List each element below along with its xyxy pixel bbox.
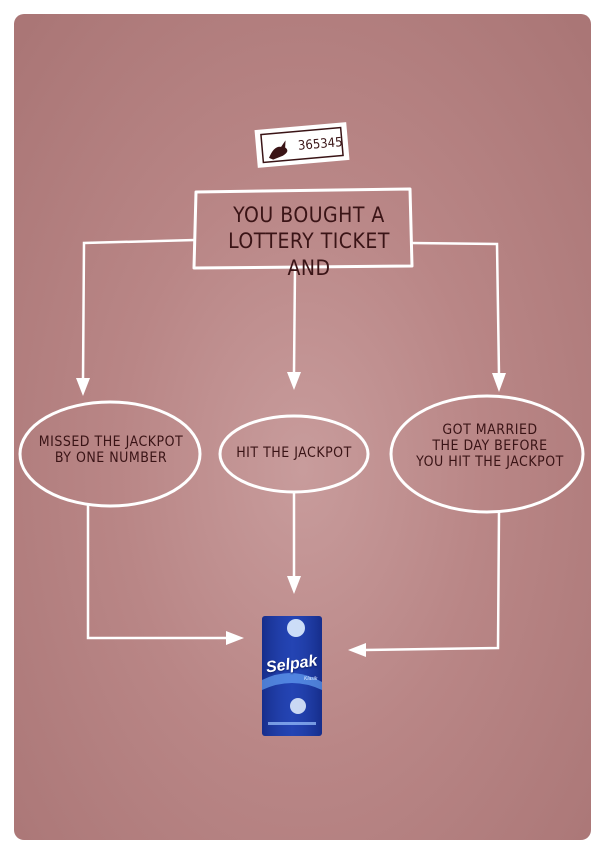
option-married-line-2: THE DAY BEFORE (432, 438, 548, 455)
option-married-bubble (389, 394, 585, 514)
option-missed-text: MISSED THE JACKPOT BY ONE NUMBER (36, 434, 186, 466)
option-married-line-3: YOU HIT THE JACKPOT (416, 454, 564, 471)
poster: 365345 YOU BOUGHT A LOTTERY TICKET AND M… (14, 14, 591, 840)
lottery-ticket-icon (254, 122, 350, 168)
option-married-line-1: GOT MARRIED (442, 422, 538, 438)
start-line-1: YOU BOUGHT A (233, 203, 385, 227)
start-box (192, 187, 414, 270)
option-hit-line-1: HIT THE JACKPOT (236, 445, 352, 461)
pack-subtitle: Klasik (304, 676, 318, 682)
option-missed-bubble (18, 400, 202, 508)
start-text: YOU BOUGHT A LOTTERY TICKET AND (204, 202, 414, 281)
start-line-2: LOTTERY TICKET AND (228, 229, 390, 280)
option-missed-line-2: BY ONE NUMBER (54, 450, 168, 467)
option-married-text: GOT MARRIED THE DAY BEFORE YOU HIT THE J… (410, 422, 570, 470)
flowchart-lines (18, 122, 585, 736)
option-hit-text: HIT THE JACKPOT (224, 445, 364, 461)
option-missed-line-1: MISSED THE JACKPOT (38, 434, 184, 450)
selpak-pack-icon (262, 616, 322, 736)
